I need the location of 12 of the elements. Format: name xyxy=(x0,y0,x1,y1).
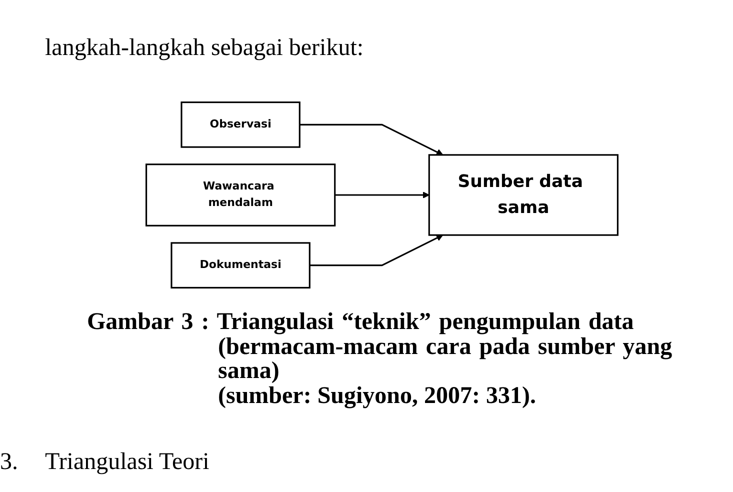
node-box: Sumber data sama xyxy=(428,154,618,236)
node-box: Dokumentasi xyxy=(170,242,310,288)
section-heading: Triangulasi Teori xyxy=(45,450,210,474)
arrow xyxy=(334,192,430,198)
node-box: Wawancara mendalam xyxy=(146,164,336,226)
node-box: Observasi xyxy=(180,102,300,148)
source-citation: (sumber: Sugiyono, 2007: 331). xyxy=(218,384,536,408)
body-text: langkah-langkah sebagai berikut: xyxy=(45,36,364,60)
arrow xyxy=(310,234,444,266)
figure-caption: Gambar 3 : Triangulasi “teknik” pengumpulan data (bermacam-macam cara pada sumber yang sama) xyxy=(87,310,674,384)
list-number: 3. xyxy=(0,450,18,474)
arrow xyxy=(300,124,444,156)
